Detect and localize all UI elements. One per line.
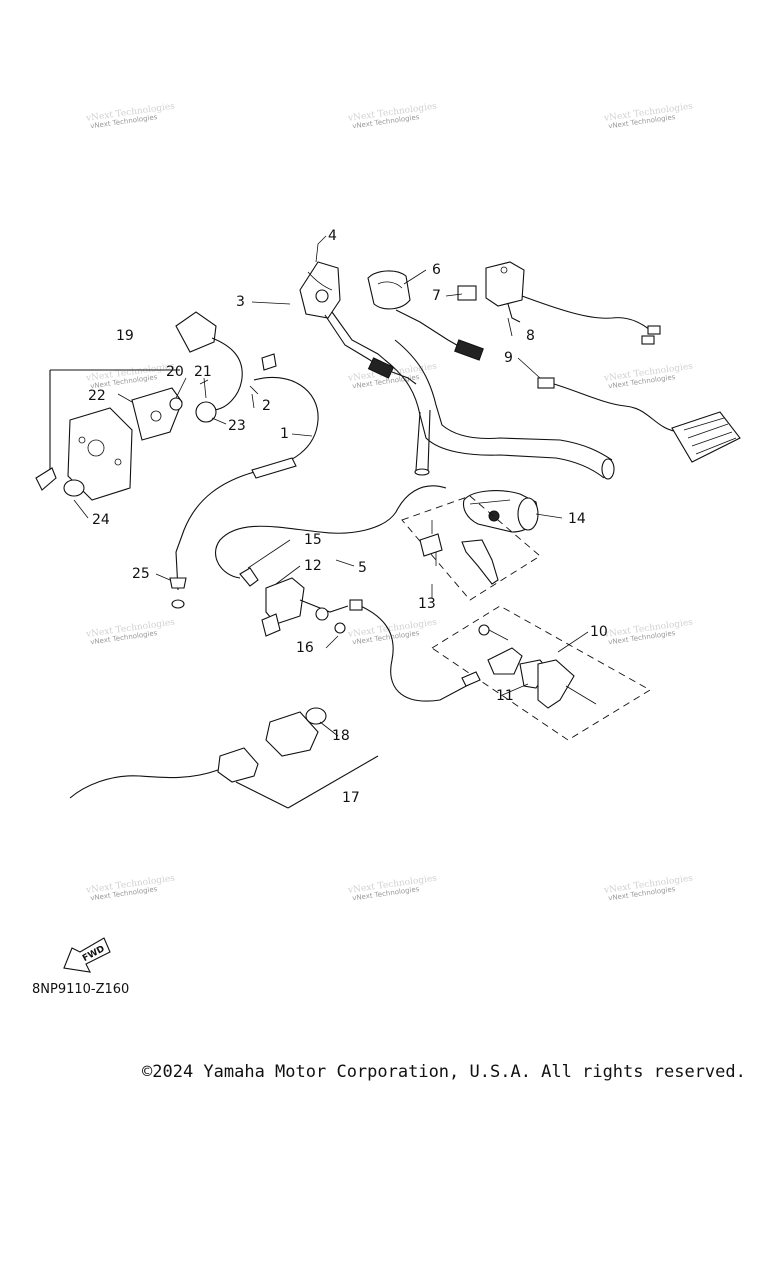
cable-5 — [214, 485, 481, 702]
heater-switch — [457, 261, 661, 345]
leader-lines — [73, 235, 589, 737]
part-number-7: 7 — [432, 288, 441, 304]
part-number-10: 10 — [590, 624, 608, 640]
part-number-24: 24 — [92, 512, 110, 528]
part-number-labels: 1 2 3 4 5 6 7 8 9 10 11 12 13 14 15 16 1… — [88, 228, 608, 806]
watermark-group: vNext Technologies vNext Technologies vN… — [85, 102, 694, 903]
mount-bracket — [35, 369, 183, 501]
grip-heater — [537, 377, 741, 463]
part-number-19: 19 — [116, 328, 134, 344]
lower-switch-assembly — [69, 707, 379, 809]
part-number-21: 21 — [194, 364, 212, 380]
cable-1 — [175, 353, 319, 553]
part-number-20: 20 — [166, 364, 184, 380]
part-number-17: 17 — [342, 790, 360, 806]
part-number-14: 14 — [568, 511, 586, 527]
part-number-3: 3 — [236, 294, 245, 310]
choke-knob — [169, 311, 243, 423]
part-number-18: 18 — [332, 728, 350, 744]
diagram-code: 8NP9110-Z160 — [32, 982, 129, 997]
throttle-lever-group — [401, 495, 541, 601]
switch-housing-left — [299, 261, 417, 385]
part-number-12: 12 — [304, 558, 322, 574]
fwd-arrow-icon: FWD — [63, 937, 111, 973]
grip-clamp — [367, 270, 484, 361]
right-switch — [462, 490, 539, 533]
part-number-5: 5 — [358, 560, 367, 576]
part-number-11: 11 — [496, 688, 514, 704]
part-number-2: 2 — [262, 398, 271, 414]
part-number-25: 25 — [132, 566, 150, 582]
part-number-15: 15 — [304, 532, 322, 548]
adjuster-nut — [169, 551, 187, 609]
part-number-4: 4 — [328, 228, 337, 244]
part-number-6: 6 — [432, 262, 441, 278]
part-number-1: 1 — [280, 426, 289, 442]
part-number-23: 23 — [228, 418, 246, 434]
part-number-13: 13 — [418, 596, 436, 612]
part-number-16: 16 — [296, 640, 314, 656]
part-number-9: 9 — [504, 350, 513, 366]
copyright-notice: ©2024 Yamaha Motor Corporation, U.S.A. A… — [142, 1062, 746, 1082]
part-number-22: 22 — [88, 388, 106, 404]
throttle-block — [239, 567, 363, 637]
part-number-8: 8 — [526, 328, 535, 344]
brake-lever-group — [431, 605, 651, 741]
handlebar — [384, 339, 615, 480]
